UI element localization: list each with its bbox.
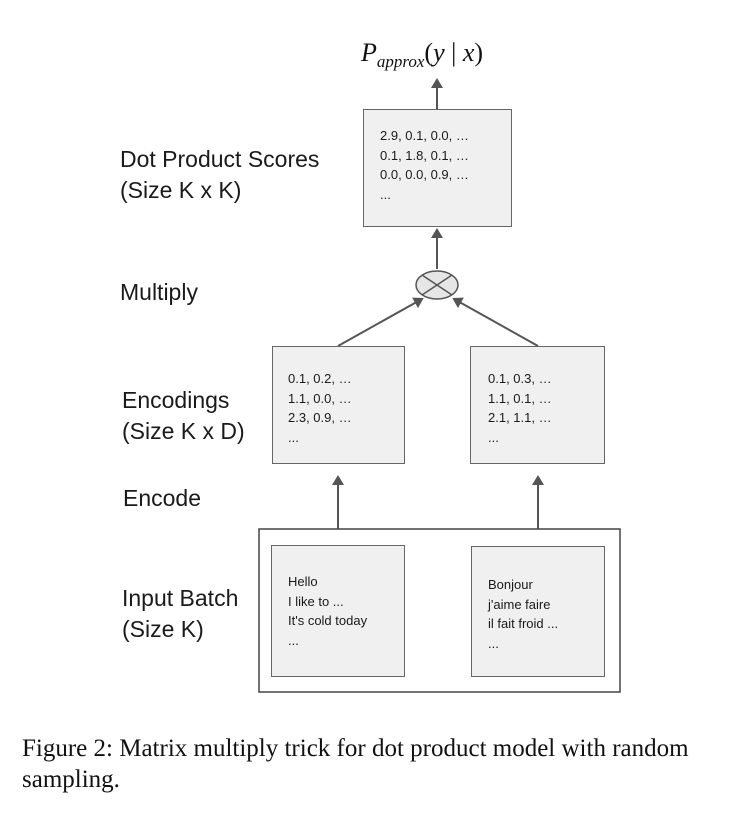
formula-p: P: [361, 38, 377, 67]
input-batch-label: Input Batch (Size K): [122, 583, 238, 645]
input-left-row: It's cold today: [288, 613, 368, 628]
input-left-row: I like to ...: [288, 593, 344, 609]
input-left-row: Hello: [288, 574, 318, 589]
scores-row: 2.9, 0.1, 0.0, …: [380, 128, 469, 143]
formula-bar: |: [444, 38, 463, 67]
encoding-left-row: ...: [288, 429, 299, 445]
formula-subscript: approx: [376, 52, 425, 71]
encoding-right-row: 2.1, 1.1, …: [488, 410, 552, 425]
encodings-label-line2: (Size K x D): [122, 418, 245, 444]
input-left-row: ...: [288, 632, 299, 648]
multiply-cross-line-b: [421, 274, 453, 296]
encoding-right-row: ...: [488, 429, 499, 445]
input-batch-label-line2: (Size K): [122, 616, 204, 642]
output-formula: Papprox(y | x): [361, 38, 484, 71]
arrow-right-encoding-to-multiply: [452, 297, 539, 347]
arrow-left-encoding-to-multiply: [337, 297, 424, 347]
encode-label-text: Encode: [123, 485, 202, 511]
encodings-label: Encodings (Size K x D): [122, 385, 245, 447]
encodings-label-line1: Encodings: [122, 387, 230, 413]
encoding-left-text: 0.1, 0.2, … 1.1, 0.0, … 2.3, 0.9, … ...: [288, 369, 352, 447]
encoding-left-row: 2.3, 0.9, …: [288, 410, 352, 425]
encode-label: Encode: [123, 483, 201, 514]
scores-box: [363, 109, 512, 227]
input-right-row: j'aime faire: [488, 596, 551, 612]
input-right-row: ...: [488, 635, 499, 651]
encoding-right-row: 1.1, 0.1, …: [488, 390, 552, 406]
formula-close-paren: ): [474, 38, 484, 67]
input-left-text: Hello I like to ... It's cold today ...: [288, 572, 367, 650]
figure-caption: Figure 2: Matrix multiply trick for dot …: [22, 735, 689, 793]
formula-open-paren: (: [424, 38, 434, 67]
formula-y: y: [433, 38, 445, 67]
encoding-left-row: 0.1, 0.2, …: [288, 371, 352, 386]
input-right-row: Bonjour: [488, 577, 533, 592]
encoding-box-right: [470, 346, 605, 464]
encoding-left-row: 1.1, 0.0, …: [288, 390, 352, 406]
scores-label-line2: (Size K x K): [120, 177, 242, 203]
scores-row: 0.1, 1.8, 0.1, …: [380, 147, 469, 163]
scores-label-line1: Dot Product Scores: [120, 146, 320, 172]
encoding-right-text: 0.1, 0.3, … 1.1, 0.1, … 2.1, 1.1, … ...: [488, 369, 552, 447]
multiply-label: Multiply: [120, 277, 198, 308]
scores-label: Dot Product Scores (Size K x K): [120, 144, 319, 206]
scores-row: 0.0, 0.0, 0.9, …: [380, 167, 469, 182]
input-batch-frame: [258, 528, 621, 693]
scores-box-text: 2.9, 0.1, 0.0, … 0.1, 1.8, 0.1, … 0.0, 0…: [380, 126, 469, 204]
multiply-label-text: Multiply: [120, 279, 198, 305]
input-box-right: [471, 546, 605, 677]
encoding-right-row: 0.1, 0.3, …: [488, 371, 552, 386]
input-right-row: il fait froid ...: [488, 616, 559, 631]
encoding-box-left: [272, 346, 405, 464]
input-box-left: [271, 545, 405, 677]
input-right-text: Bonjour j'aime faire il fait froid ... .…: [488, 575, 558, 653]
scores-row: ...: [380, 186, 391, 202]
input-batch-label-line1: Input Batch: [122, 585, 239, 611]
formula-x: x: [462, 38, 475, 67]
multiply-node: [415, 270, 459, 300]
